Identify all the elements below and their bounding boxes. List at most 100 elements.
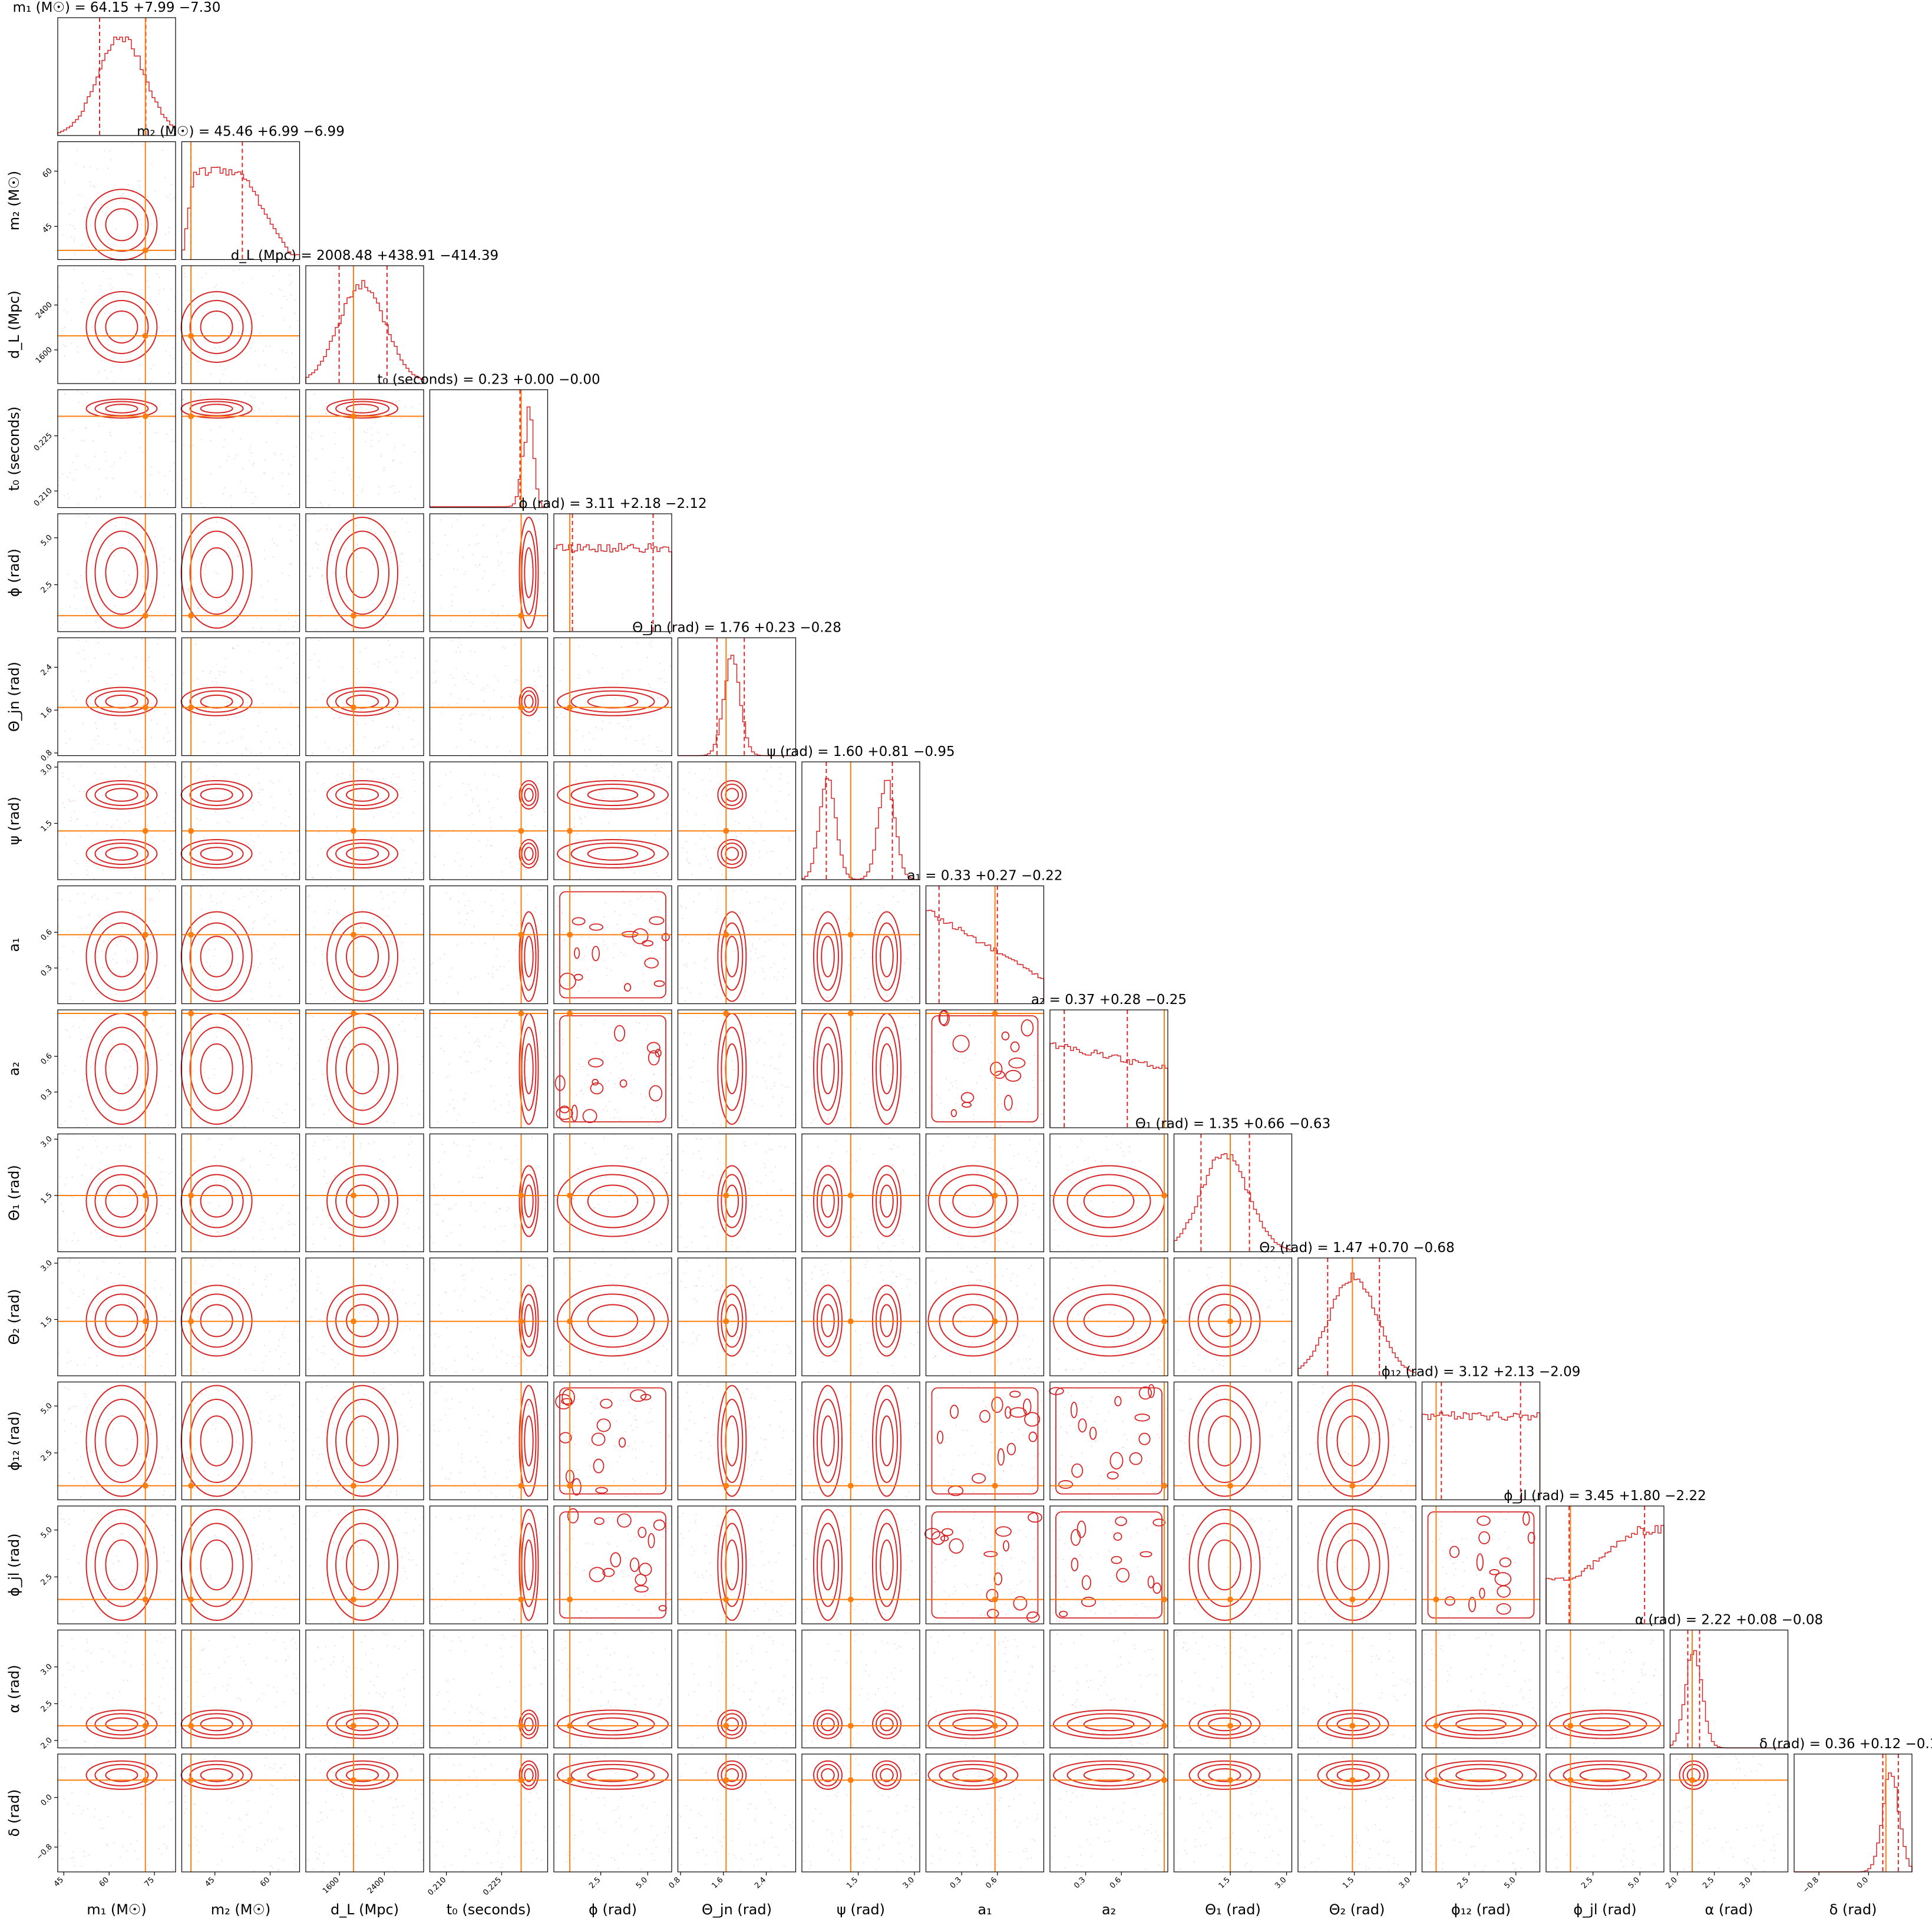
sample-dot bbox=[273, 943, 275, 944]
contour bbox=[346, 547, 379, 599]
sample-dot bbox=[679, 989, 681, 990]
contour bbox=[646, 1042, 660, 1053]
sample-dot bbox=[565, 1193, 567, 1194]
sample-dot bbox=[143, 576, 144, 577]
panel-frame bbox=[677, 885, 797, 1005]
panel-frame bbox=[181, 141, 300, 260]
sample-dot bbox=[85, 428, 87, 430]
sample-dot bbox=[443, 1198, 445, 1200]
sample-dot bbox=[321, 435, 322, 437]
sample-dot bbox=[366, 609, 368, 610]
sample-dot bbox=[596, 1059, 597, 1060]
sample-dot bbox=[288, 1224, 290, 1226]
sample-dot bbox=[250, 834, 252, 835]
truth-point bbox=[847, 1192, 854, 1198]
sample-dot bbox=[84, 1275, 85, 1277]
sample-dot bbox=[74, 238, 75, 239]
panel-a1-psi bbox=[801, 885, 920, 1005]
contour bbox=[335, 690, 390, 713]
sample-dot bbox=[508, 1207, 510, 1208]
sample-dot bbox=[455, 668, 457, 670]
sample-dot bbox=[205, 564, 207, 565]
sample-dot bbox=[171, 1325, 173, 1326]
sample-dot bbox=[514, 698, 516, 699]
sample-dot bbox=[408, 1227, 409, 1228]
sample-dot bbox=[1067, 1170, 1069, 1171]
sample-dot bbox=[368, 1263, 370, 1265]
sample-dot bbox=[408, 973, 410, 975]
sample-dot bbox=[117, 1135, 118, 1137]
sample-dot bbox=[235, 716, 237, 718]
sample-dot bbox=[497, 1299, 498, 1300]
sample-dot bbox=[82, 1000, 84, 1002]
sample-dot bbox=[267, 683, 268, 685]
sample-dot bbox=[83, 166, 85, 168]
sample-dot bbox=[576, 833, 578, 835]
contour bbox=[571, 1104, 578, 1122]
sample-dot bbox=[65, 298, 67, 300]
sample-dot bbox=[245, 748, 246, 749]
sample-dot bbox=[856, 1161, 858, 1162]
sample-dot bbox=[146, 257, 147, 259]
sample-dot bbox=[404, 867, 405, 868]
sample-dot bbox=[778, 767, 780, 768]
contour bbox=[587, 694, 639, 709]
sample-dot bbox=[325, 1036, 327, 1037]
sample-dot bbox=[307, 1097, 309, 1099]
sample-dot bbox=[1055, 1220, 1056, 1221]
sample-dot bbox=[617, 841, 618, 842]
sample-dot bbox=[440, 958, 441, 960]
contour bbox=[570, 843, 655, 865]
sample-dot bbox=[166, 494, 168, 495]
truth-point bbox=[188, 333, 194, 339]
sample-dot bbox=[140, 496, 141, 497]
sample-dot bbox=[230, 1322, 232, 1323]
sample-dot bbox=[160, 998, 162, 999]
sample-dot bbox=[681, 888, 683, 889]
sample-dot bbox=[768, 1135, 770, 1136]
sample-dot bbox=[140, 364, 141, 366]
sample-dot bbox=[434, 1269, 435, 1271]
sample-dot bbox=[606, 975, 607, 976]
sample-dot bbox=[201, 277, 203, 279]
panel-frame bbox=[57, 265, 176, 384]
panel-frame bbox=[801, 885, 920, 1005]
contour bbox=[189, 690, 244, 713]
sample-dot bbox=[313, 1078, 315, 1080]
sample-dot bbox=[101, 1036, 103, 1038]
sample-dot bbox=[97, 1145, 98, 1147]
sample-dot bbox=[318, 530, 319, 532]
sample-dot bbox=[104, 336, 106, 338]
sample-dot bbox=[510, 1274, 511, 1276]
sample-dot bbox=[84, 901, 85, 903]
sample-dot bbox=[269, 517, 270, 519]
sample-dot bbox=[297, 850, 299, 852]
sample-dot bbox=[110, 435, 111, 436]
sample-dot bbox=[453, 568, 455, 570]
sample-dot bbox=[58, 899, 59, 900]
sample-dot bbox=[173, 811, 175, 812]
sample-dot bbox=[505, 828, 506, 830]
sample-dot bbox=[933, 1051, 935, 1053]
sample-dot bbox=[270, 861, 272, 863]
sample-dot bbox=[129, 537, 131, 539]
sample-dot bbox=[646, 657, 648, 658]
sample-dot bbox=[493, 936, 495, 938]
panel-th2-dL bbox=[305, 1257, 424, 1376]
sample-dot bbox=[71, 429, 73, 431]
contour bbox=[518, 839, 539, 868]
sample-dot bbox=[514, 1273, 516, 1275]
sample-dot bbox=[312, 1223, 314, 1225]
sample-dot bbox=[375, 557, 377, 559]
sample-dot bbox=[519, 680, 521, 682]
sample-dot bbox=[1122, 1195, 1124, 1197]
sample-dot bbox=[752, 946, 754, 948]
sample-dot bbox=[278, 1339, 280, 1340]
sample-dot bbox=[942, 1145, 944, 1147]
sample-dot bbox=[458, 1181, 460, 1183]
contour bbox=[105, 547, 138, 599]
sample-dot bbox=[164, 234, 166, 235]
sample-dot bbox=[497, 1046, 498, 1048]
sample-dot bbox=[667, 1153, 669, 1154]
sample-dot bbox=[203, 837, 205, 838]
